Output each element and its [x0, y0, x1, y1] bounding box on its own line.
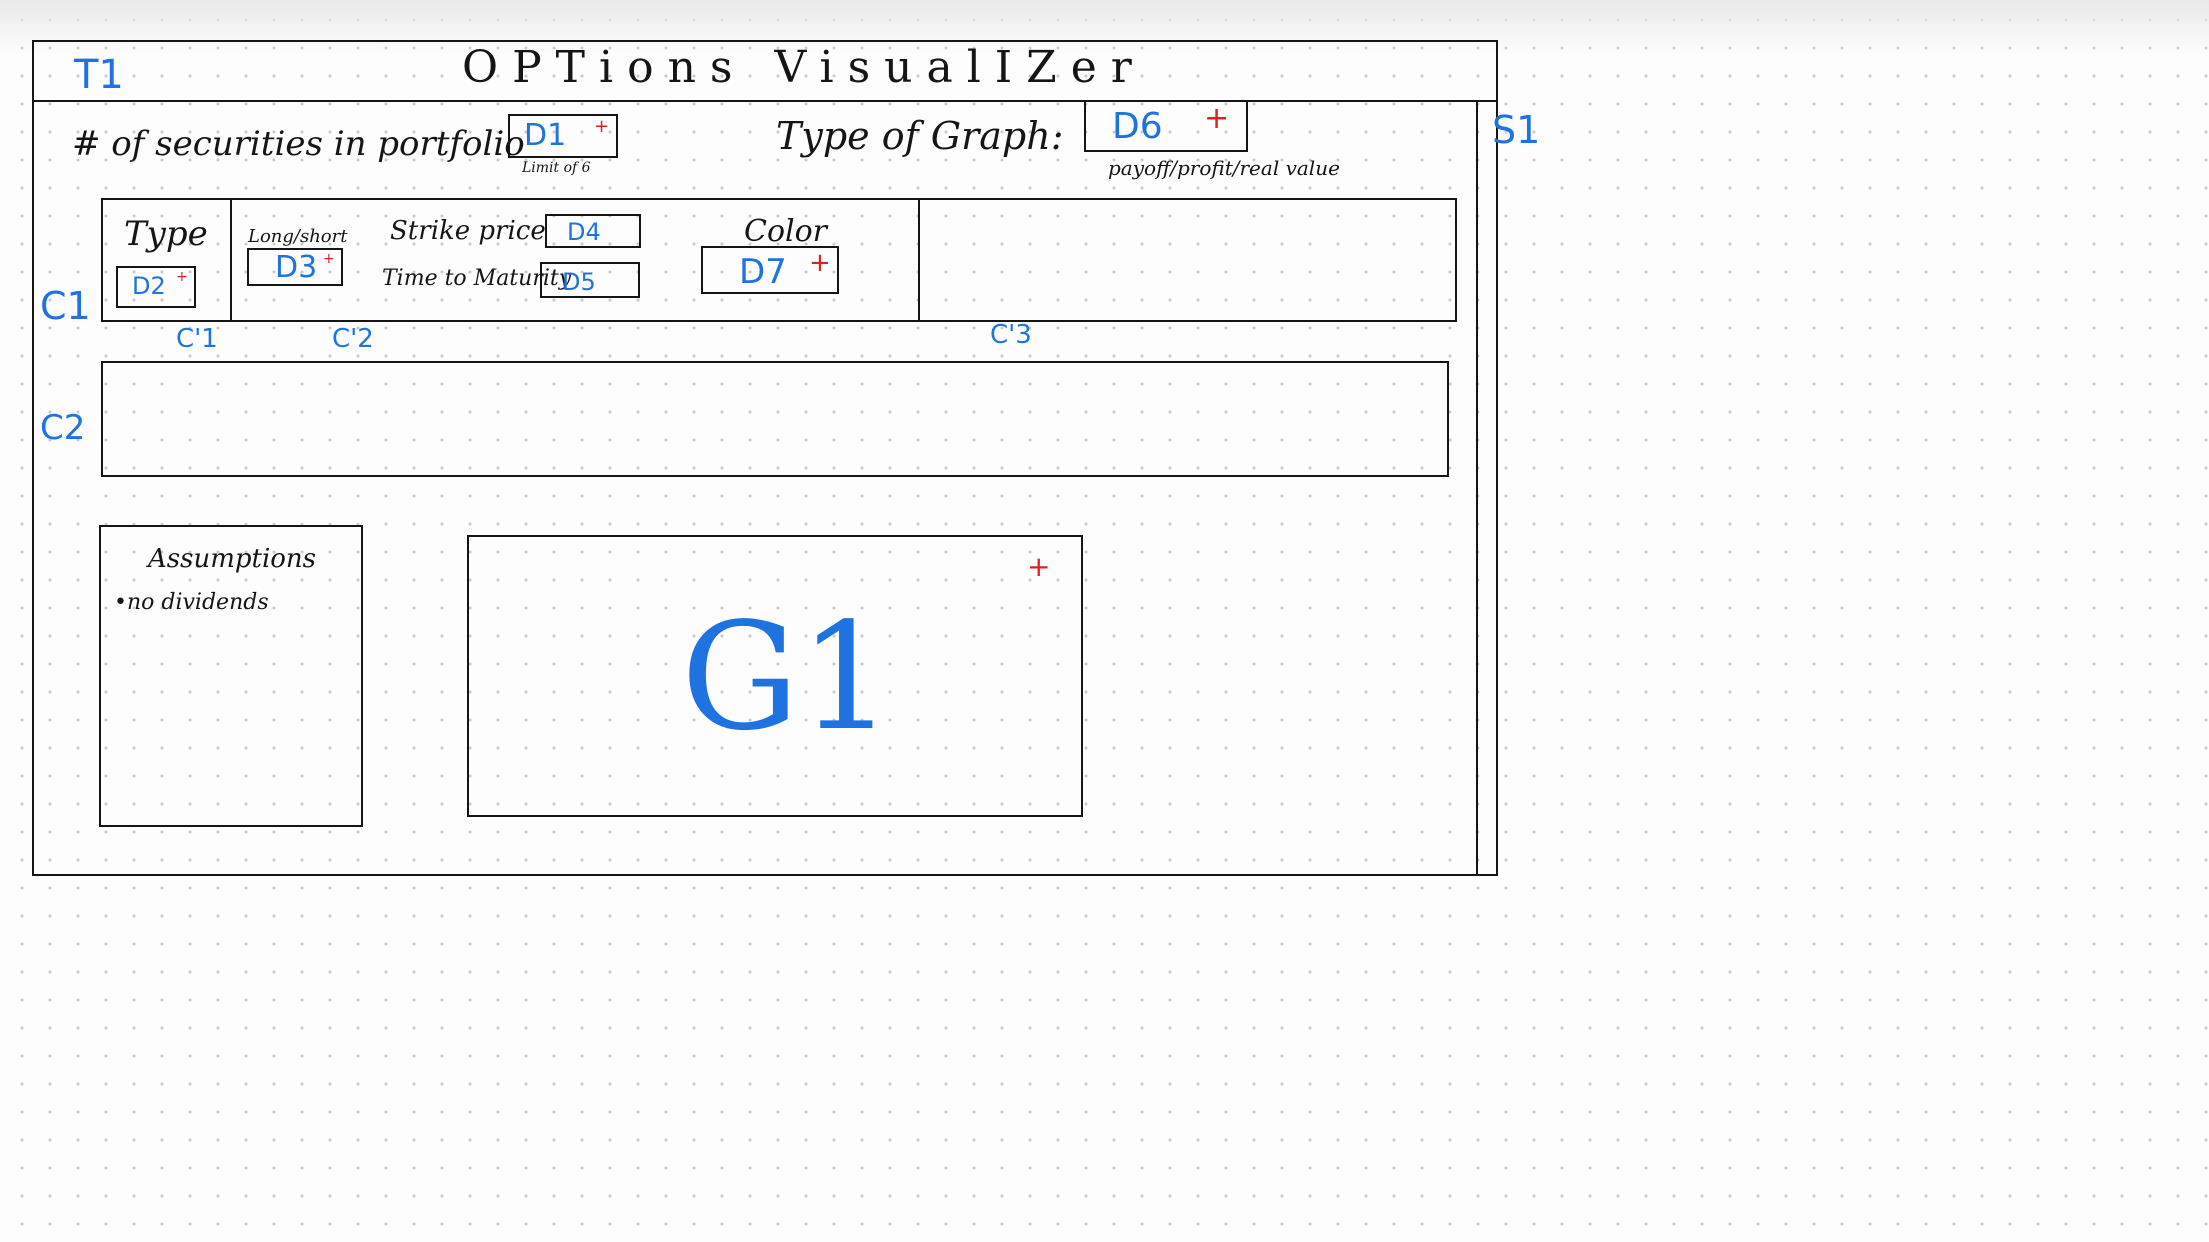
securities-limit-note: Limit of 6 [522, 160, 591, 176]
graph-type-dropdown-id: D6 [1112, 106, 1163, 147]
app-window [32, 40, 1498, 876]
graph-panel-id: G1 [681, 591, 894, 763]
graph-type-label: Type of Graph: [776, 114, 1064, 158]
color-dropdown-id: D7 [739, 252, 787, 292]
cell-divider-1 [230, 198, 232, 322]
time-to-maturity-input-id: D5 [562, 268, 596, 296]
scrollbar-label: S1 [1492, 108, 1541, 152]
title-bar-divider [32, 100, 1498, 102]
securities-add-icon[interactable]: + [594, 116, 610, 137]
graph-expand-icon[interactable]: + [1027, 550, 1051, 583]
option-type-dropdown[interactable]: D2 + [116, 266, 196, 308]
graph-panel: G1 + [467, 535, 1083, 817]
long-short-dropdown-id: D3 [275, 250, 318, 285]
long-short-label: Long/short [248, 226, 348, 247]
long-short-dropdown[interactable]: D3 + [247, 248, 343, 286]
securities-dropdown-id: D1 [524, 118, 567, 153]
strike-price-input[interactable]: D4 [545, 214, 641, 248]
scrollbar-track[interactable] [1476, 100, 1478, 876]
securities-count-label: # of securities in portfolio [72, 124, 525, 164]
color-dropdown[interactable]: D7 + [701, 246, 839, 294]
graph-type-options-note: payoff/profit/real value [1108, 156, 1340, 180]
strike-price-label: Strike price [390, 216, 546, 246]
assumptions-title: Assumptions [148, 544, 317, 574]
app-title: OPTions VisualIZer [462, 42, 1146, 93]
top-shadow [0, 0, 2209, 55]
row1-tag: C1 [40, 284, 91, 328]
assumptions-panel [99, 525, 363, 827]
window-id-label: T1 [74, 52, 124, 98]
option-type-label: Type [124, 214, 208, 254]
cell-tag-2: C'2 [332, 324, 374, 354]
row2-tag: C2 [40, 408, 86, 448]
long-short-add-icon[interactable]: + [323, 251, 335, 267]
security-row-2 [101, 361, 1449, 477]
graph-type-dropdown[interactable]: D6 + [1084, 100, 1248, 152]
option-type-dropdown-id: D2 [132, 272, 166, 300]
cell-tag-3: C'3 [990, 320, 1032, 350]
cell-tag-1: C'1 [176, 324, 218, 354]
strike-price-input-id: D4 [567, 218, 601, 246]
color-label: Color [744, 214, 828, 249]
color-add-icon[interactable]: + [809, 248, 831, 278]
securities-count-dropdown[interactable]: D1 + [508, 114, 618, 158]
option-type-add-icon[interactable]: + [176, 269, 188, 285]
assumption-item: •no dividends [114, 590, 269, 615]
graph-type-add-icon[interactable]: + [1204, 101, 1230, 136]
time-to-maturity-input[interactable]: D5 [540, 262, 640, 298]
time-to-maturity-label: Time to Maturity [382, 266, 572, 291]
cell-divider-2 [918, 198, 920, 322]
security-row-1 [101, 198, 1457, 322]
